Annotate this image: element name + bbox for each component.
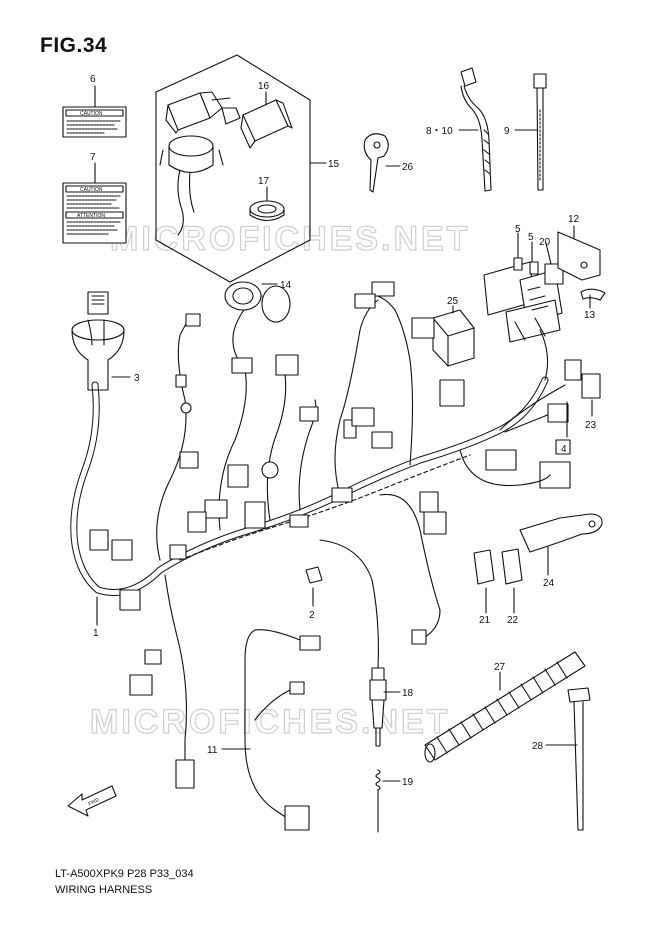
callout-22: 22 [507,615,519,626]
watermark-bottom: MICROFICHES.NET [90,703,450,741]
cable-tie-9 [533,73,547,191]
fwd-arrow: FWD [67,785,117,817]
branch-mid-4 [334,299,379,496]
connector-lower-right [411,629,427,645]
connector-left-mid [129,674,153,696]
callout-23: 23 [585,420,597,431]
callout-8-10: 8・10 [426,126,453,137]
relay-20 [544,263,564,285]
sensor-lead-18 [319,539,379,669]
callout-25: 25 [447,296,459,307]
connector-21 [473,549,495,585]
branch-left-lower [164,574,188,761]
figure-code: LT-A500XPK9 P28 P33_034 [55,868,194,880]
connector-3 [71,291,125,391]
callout-20: 20 [539,237,551,248]
callout-27: 27 [494,662,506,673]
connector-group [89,281,601,611]
watermark-top: MICROFICHES.NET [110,220,470,258]
main-harness-1 [70,329,566,596]
branch-mid-5 [359,294,414,466]
clip-13 [580,288,606,301]
callout-6: 6 [90,74,96,85]
bracket-24 [519,513,603,553]
connector-left-lower [175,759,195,789]
callout-7: 7 [90,152,96,163]
branch-right-down [379,493,441,641]
branch-right-lower [459,449,551,487]
fwd-label: FWD [88,797,101,807]
callout-19: 19 [402,777,414,788]
callout-21: 21 [479,615,491,626]
caution-label-6: CAUTION [62,106,127,138]
attention-text-7: ATTENTION [77,213,105,219]
callout-18: 18 [402,688,414,699]
callout-9: 9 [504,126,510,137]
callout-5a: 5 [515,224,521,235]
socket-14 [224,281,291,323]
key-26 [363,133,389,193]
callout-28: 28 [532,741,544,752]
cable-tie-8-10 [460,67,492,192]
callout-15: 15 [328,159,340,170]
connector-left-mid-2 [144,649,162,665]
spring-19 [375,769,381,833]
figure-name: WIRING HARNESS [55,884,153,896]
bracket-12 [557,231,601,281]
cable-tie-28 [567,687,591,831]
ring-nut-17 [249,200,285,222]
ignition-group-outline [155,54,311,283]
ignition-switch-16 [159,91,241,236]
callout-14: 14 [280,280,292,291]
figure-title: FIG.34 [40,34,108,57]
relay-25 [432,309,475,367]
fuse-5a [513,257,523,271]
key-cap-16 [240,99,293,149]
callout-26: 26 [402,162,414,173]
fuse-5b [529,261,539,275]
branch-left-upper [156,319,189,561]
tube-27 [424,651,586,763]
callout-16: 16 [258,81,270,92]
sensor-18 [369,667,387,747]
branch-mid-2 [266,374,287,521]
callout-11: 11 [207,745,218,756]
caution-text-6: CAUTION [80,111,103,117]
callout-5b: 5 [528,232,534,243]
connector-2 [305,566,323,584]
caution-text-7: CAUTION [80,187,103,193]
callout-4: 4 [561,444,567,455]
sub-harness-11 [244,629,321,831]
caution-label-7: CAUTION ATTENTION [62,182,127,244]
callout-17: 17 [258,176,270,187]
callout-24: 24 [543,578,555,589]
callout-12: 12 [568,214,580,225]
callout-1: 1 [93,628,99,639]
connector-22 [501,548,523,585]
callout-13: 13 [584,310,596,321]
callout-2: 2 [309,610,315,621]
callout-3: 3 [134,373,140,384]
